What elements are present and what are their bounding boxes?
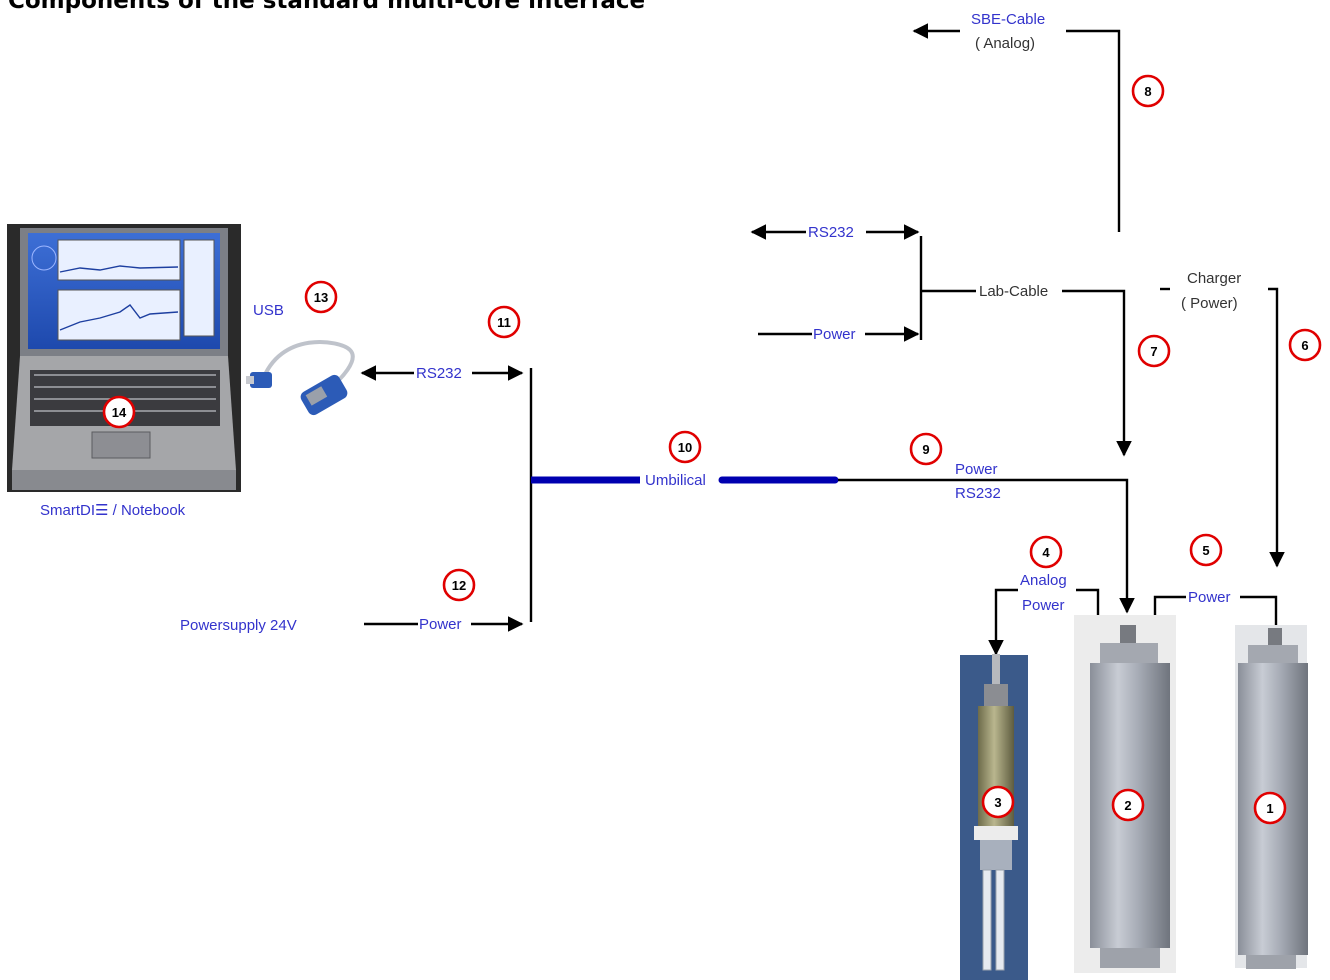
charger-label: Charger <box>1187 270 1241 287</box>
svg-text:12: 12 <box>452 578 466 593</box>
notebook-image <box>7 224 241 492</box>
svg-text:13: 13 <box>314 290 328 305</box>
power-5-line-right <box>1240 597 1276 628</box>
svg-text:7: 7 <box>1150 344 1157 359</box>
number-13-marker: 13 <box>306 282 336 312</box>
svg-text:11: 11 <box>497 315 511 330</box>
lab-cable-line-right <box>1062 291 1124 455</box>
number-2-marker: 2 <box>1113 790 1143 820</box>
number-6-marker: 6 <box>1290 330 1320 360</box>
sbe-analog-label: ( Analog) <box>975 35 1035 52</box>
svg-text:5: 5 <box>1202 543 1209 558</box>
usb-serial-adapter-image <box>246 342 353 417</box>
charger-power-label: ( Power) <box>1181 295 1238 312</box>
analog-4-line <box>996 590 1018 654</box>
power-9-label: Power <box>955 461 998 478</box>
powersupply-label: Powersupply 24V <box>180 617 297 634</box>
rs232-lab-label: RS232 <box>808 224 854 241</box>
svg-text:1: 1 <box>1266 801 1273 816</box>
number-5-marker: 5 <box>1191 535 1221 565</box>
rs232-notebook-label: RS232 <box>416 365 462 382</box>
number-4-marker: 4 <box>1031 537 1061 567</box>
number-1-marker: 1 <box>1255 793 1285 823</box>
lab-cable-label: Lab-Cable <box>979 283 1048 300</box>
power-lab-label: Power <box>813 326 856 343</box>
sbe-cable-label: SBE-Cable <box>971 11 1045 28</box>
svg-text:14: 14 <box>112 405 127 420</box>
svg-text:4: 4 <box>1042 545 1050 560</box>
svg-text:3: 3 <box>994 795 1001 810</box>
power-4-label: Power <box>1022 597 1065 614</box>
rs232-9-label: RS232 <box>955 485 1001 502</box>
number-11-marker: 11 <box>489 307 519 337</box>
notebook-caption: SmartDI☰ / Notebook <box>40 502 186 519</box>
number-3-marker: 3 <box>983 787 1013 817</box>
svg-text:2: 2 <box>1124 798 1131 813</box>
svg-text:9: 9 <box>922 442 929 457</box>
number-12-marker: 12 <box>444 570 474 600</box>
svg-text:10: 10 <box>678 440 692 455</box>
number-8-marker: 8 <box>1133 76 1163 106</box>
svg-text:8: 8 <box>1144 84 1151 99</box>
number-9-marker: 9 <box>911 434 941 464</box>
umbilical-label: Umbilical <box>645 472 706 489</box>
power-12-label: Power <box>419 616 462 633</box>
power-5-label: Power <box>1188 589 1231 606</box>
usb-label: USB <box>253 302 284 319</box>
number-10-marker: 10 <box>670 432 700 462</box>
svg-text:6: 6 <box>1301 338 1308 353</box>
analog-4-label: Analog <box>1020 572 1067 589</box>
sbe-cable-line <box>1066 31 1119 232</box>
charger-line <box>1268 289 1277 566</box>
number-14-marker: 14 <box>104 397 134 427</box>
number-7-marker: 7 <box>1139 336 1169 366</box>
